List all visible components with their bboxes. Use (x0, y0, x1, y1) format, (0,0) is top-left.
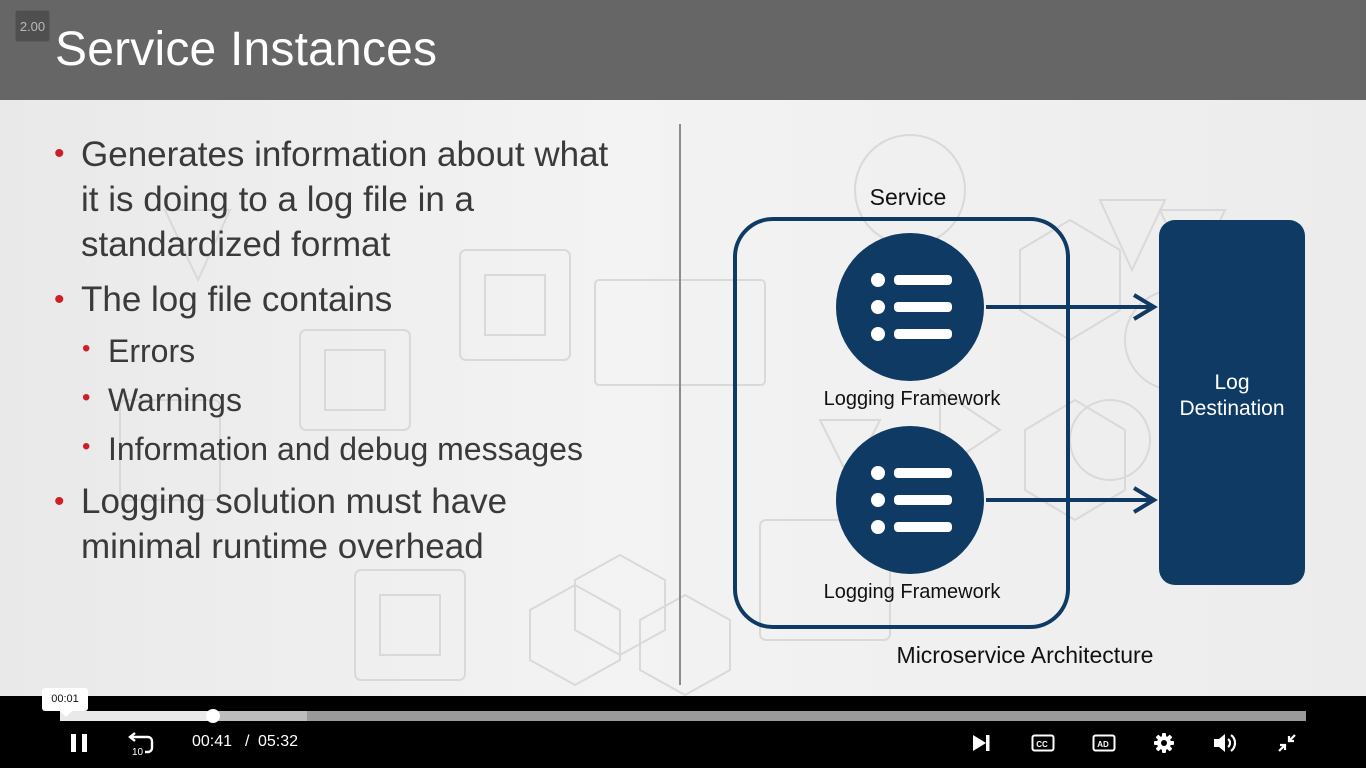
log-destination-box (1159, 220, 1305, 585)
pause-button[interactable] (64, 728, 94, 758)
bullet-1-line-3: standardized format (81, 225, 391, 264)
bullet-marker: • (54, 137, 65, 170)
player-controls-bar (0, 696, 1366, 768)
service-box (733, 217, 1070, 629)
sub-bullet-marker: • (82, 384, 91, 411)
audio-description-icon: AD (1092, 734, 1116, 752)
skip-next-icon (973, 735, 990, 751)
playback-speed-badge[interactable]: 2.00 (15, 10, 50, 42)
exit-fullscreen-icon (1278, 734, 1296, 752)
pause-icon (71, 734, 87, 752)
bullet-marker: • (54, 283, 65, 316)
audio-description-button[interactable]: AD (1089, 728, 1119, 758)
exit-fullscreen-button[interactable] (1272, 728, 1302, 758)
slide-title-bar (0, 0, 1366, 100)
rewind-10-button[interactable]: 10 (126, 728, 156, 758)
service-label: Service (869, 184, 947, 210)
sub-bullet-info-debug: Information and debug messages (108, 431, 583, 467)
settings-button[interactable] (1149, 728, 1179, 758)
closed-captions-icon: CC (1031, 734, 1055, 752)
bullet-3-line-2: minimal runtime overhead (81, 527, 484, 566)
duration: 05:32 (258, 733, 299, 750)
sub-bullet-errors: Errors (108, 333, 196, 369)
time-separator: / (245, 733, 250, 750)
arrow-1 (986, 293, 1158, 321)
bullet-2: The log file contains (81, 280, 393, 319)
log-destination-line-1: Log (1214, 371, 1250, 394)
current-time: 00:41 (192, 733, 233, 750)
slide-title: Service Instances (55, 23, 438, 76)
volume-icon (1214, 734, 1237, 752)
progress-played (60, 711, 214, 721)
diagram-caption: Microservice Architecture (896, 642, 1154, 668)
progress-track[interactable] (60, 711, 1306, 721)
progress-scrubber-handle[interactable] (206, 709, 221, 723)
log-destination-line-2: Destination (1179, 397, 1285, 420)
logging-framework-2-icon (836, 426, 984, 574)
column-divider (679, 124, 681, 685)
cc-label: CC (1036, 740, 1048, 749)
log-destination-label: Log Destination (1159, 370, 1305, 422)
logging-framework-1-icon (836, 233, 984, 381)
bullet-marker: • (54, 485, 65, 518)
seek-time-tooltip: 00:01 (42, 688, 88, 711)
sub-bullet-marker: • (82, 335, 91, 362)
bullet-3-line-1: Logging solution must have (81, 482, 508, 521)
arrow-2 (986, 486, 1158, 514)
logging-framework-2-label: Logging Framework (823, 581, 1001, 603)
volume-button[interactable] (1210, 728, 1240, 758)
sub-bullet-warnings: Warnings (108, 382, 242, 418)
gear-icon (1154, 733, 1174, 753)
sub-bullet-marker: • (82, 433, 91, 460)
captions-button[interactable]: CC (1028, 728, 1058, 758)
rewind-10-icon: 10 (128, 732, 154, 757)
architecture-diagram: Service Logging Framework Logging Framew… (733, 184, 1305, 668)
ad-label: AD (1097, 740, 1109, 749)
seek-tooltip-pointer (60, 711, 72, 717)
skip-next-button[interactable] (966, 728, 996, 758)
logging-framework-1-label: Logging Framework (823, 388, 1001, 410)
slide: Service Instances 2.00 • Generates infor… (0, 0, 1366, 696)
bullet-1-line-2: it is doing to a log file in a (81, 180, 475, 219)
bullet-1-line-1: Generates information about what (81, 135, 609, 174)
rewind-10-label: 10 (132, 747, 144, 757)
